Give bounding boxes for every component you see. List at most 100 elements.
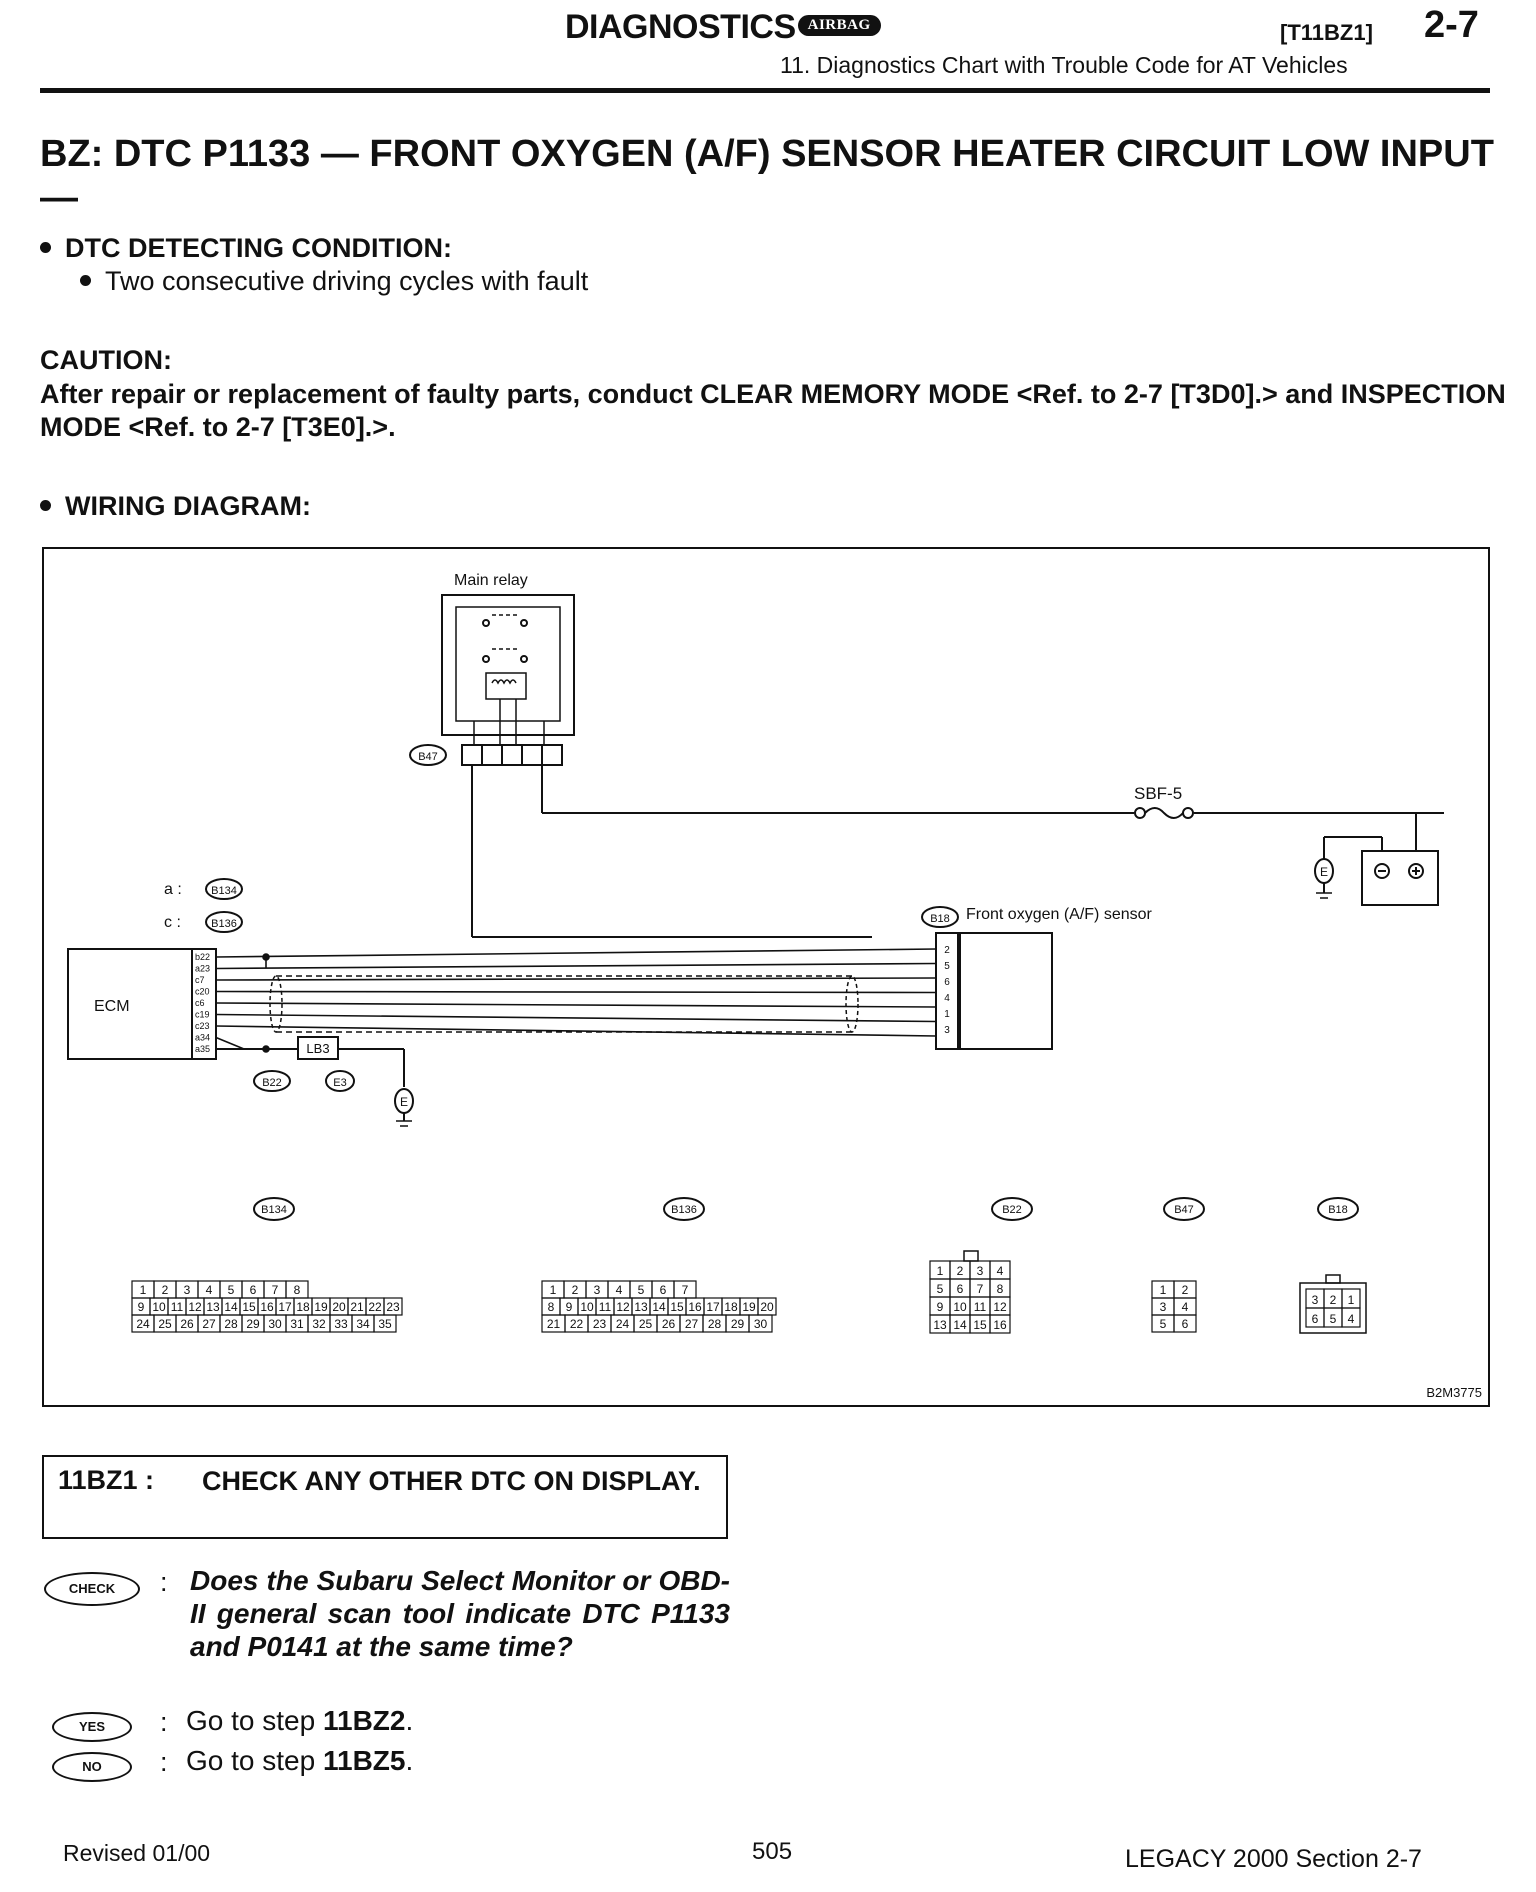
footer-revised: Revised 01/00 [63, 1840, 211, 1866]
connector-a-label: a : [164, 881, 182, 898]
ecm-pin: c6 [195, 998, 205, 1008]
pin-number: 23 [386, 1300, 400, 1314]
connector-label: B134 [261, 1204, 287, 1216]
connector-c-label: c : [164, 914, 181, 931]
sensor-pin: 6 [944, 977, 950, 988]
pin-number: 26 [662, 1317, 676, 1331]
pin-number: 15 [242, 1300, 256, 1314]
pin-number: 8 [997, 1282, 1004, 1296]
pin-number: 18 [296, 1300, 310, 1314]
pin-number: 3 [594, 1283, 601, 1297]
pin-number: 4 [616, 1283, 623, 1297]
wiring-diagram: Main relay B47 SBF- [42, 547, 1490, 1407]
pin-number: 16 [260, 1300, 274, 1314]
harness-wire [215, 948, 937, 958]
no-answer: Go to step 11BZ5. [186, 1745, 414, 1776]
connector-label: B47 [1174, 1204, 1194, 1216]
wiring-heading-text: WIRING DIAGRAM: [65, 491, 311, 521]
yes-step-link[interactable]: 11BZ2 [322, 1705, 406, 1736]
pin-number: 20 [332, 1300, 346, 1314]
pin-number: 13 [206, 1300, 220, 1314]
pin-number: 34 [356, 1317, 370, 1331]
ecm-pin: a35 [195, 1044, 210, 1054]
relay-connector: B47 [409, 744, 447, 766]
airbag-badge: AIRBAG [797, 14, 881, 36]
relay-connector-label: B47 [418, 751, 438, 763]
pin-number: 3 [977, 1264, 984, 1278]
main-relay-label: Main relay [454, 572, 528, 589]
no-colon: : [160, 1747, 168, 1777]
ground-wire [215, 1036, 245, 1050]
connector-label-oval [1163, 1197, 1205, 1221]
pin-number: 23 [593, 1317, 607, 1331]
condition-heading-text: DTC DETECTING CONDITION: [65, 233, 452, 263]
connector-label: B136 [671, 1204, 697, 1216]
fuse: SBF-5 [1134, 784, 1194, 819]
no-answer-text: Go to step [186, 1745, 316, 1776]
pin-number: 10 [580, 1300, 594, 1314]
pin-number: 27 [202, 1317, 216, 1331]
check-colon: : [160, 1567, 168, 1597]
fuse-label: SBF-5 [1134, 784, 1182, 803]
pin-number: 6 [250, 1283, 257, 1297]
pin-number: 19 [742, 1300, 756, 1314]
no-step-link[interactable]: 11BZ5 [322, 1745, 406, 1776]
connector-label-oval [1317, 1197, 1359, 1221]
pin-number: 9 [566, 1300, 573, 1314]
pin-number: 16 [993, 1318, 1007, 1332]
pin-number: 4 [1182, 1300, 1189, 1314]
pin-number: 6 [1182, 1317, 1189, 1331]
pin-number: 18 [724, 1300, 738, 1314]
pin-number: 2 [1182, 1283, 1189, 1297]
pin-number: 28 [708, 1317, 722, 1331]
yes-colon: : [160, 1707, 168, 1737]
pin-number: 9 [937, 1300, 944, 1314]
pin-number: 1 [140, 1283, 147, 1297]
ground-connector-1: B22 [262, 1077, 282, 1089]
pin-number: 25 [639, 1317, 653, 1331]
pin-number: 32 [312, 1317, 326, 1331]
pin-number: 16 [688, 1300, 702, 1314]
pin-number: 1 [550, 1283, 557, 1297]
pin-number: 13 [933, 1318, 947, 1332]
connector-label-oval [991, 1197, 1033, 1221]
pin-number: 3 [1312, 1293, 1319, 1307]
sensor-pin: 3 [944, 1025, 950, 1036]
b22-latch [963, 1250, 979, 1262]
b18-latch [1325, 1274, 1341, 1284]
pin-number: 30 [268, 1317, 282, 1331]
connector-label: B18 [1328, 1204, 1348, 1216]
pin-number: 26 [180, 1317, 194, 1331]
pin-number: 5 [937, 1282, 944, 1296]
no-icon: NO [52, 1752, 132, 1782]
pin-number: 19 [314, 1300, 328, 1314]
pin-number: 12 [188, 1300, 202, 1314]
footer-section: LEGACY 2000 Section 2-7 [1125, 1845, 1422, 1873]
pin-number: 7 [272, 1283, 279, 1297]
connector-label-oval [253, 1197, 295, 1221]
ecm-pin: c19 [195, 1010, 210, 1020]
connector-a-id: B134 [211, 885, 237, 897]
battery [1323, 812, 1444, 906]
condition-heading: DTC DETECTING CONDITION: [40, 233, 452, 264]
harness-wire [215, 1013, 937, 1023]
figure-id: B2M3775 [1426, 1385, 1482, 1400]
sensor-pin: 5 [944, 961, 950, 972]
pin-cell [748, 1314, 773, 1333]
section-title: BZ: DTC P1133 — FRONT OXYGEN (A/F) SENSO… [40, 133, 1494, 219]
pin-number: 20 [760, 1300, 774, 1314]
pin-cell [1341, 1307, 1361, 1328]
pin-cell [989, 1314, 1011, 1334]
connector-label-oval [663, 1197, 705, 1221]
pin-number: 14 [953, 1318, 967, 1332]
header-code: [T11BZ1] [1280, 20, 1373, 45]
harness-wire [215, 962, 937, 970]
pin-number: 29 [246, 1317, 260, 1331]
ecm-pin: a34 [195, 1033, 210, 1043]
